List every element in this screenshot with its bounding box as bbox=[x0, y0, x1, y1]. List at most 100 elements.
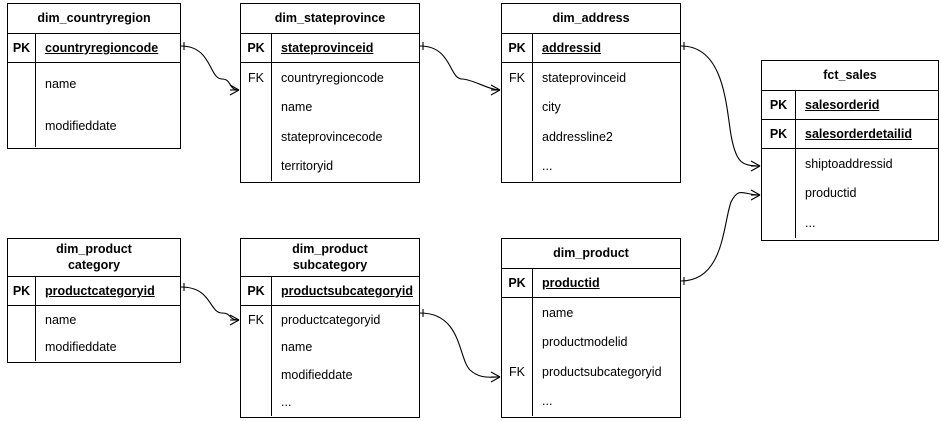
attribute-block-dim_productcategory: name modifieddate bbox=[8, 306, 180, 361]
field-name[interactable]: shiptoaddressid bbox=[805, 156, 893, 171]
field-name[interactable]: modifieddate bbox=[45, 340, 117, 355]
field-name[interactable]: countryregioncode bbox=[281, 70, 384, 85]
field-name[interactable]: modifieddate bbox=[281, 367, 353, 382]
field-name: productcategoryid bbox=[45, 284, 155, 298]
attribute-block-dim_countryregion: name modifieddate bbox=[8, 63, 180, 147]
key-badge: PK bbox=[241, 34, 272, 62]
field-name[interactable]: ... bbox=[281, 395, 292, 410]
key-row-dim_countryregion-countryregioncode[interactable]: PK countryregioncode bbox=[8, 34, 180, 63]
relationship-rel-subcategory-product[interactable] bbox=[419, 309, 501, 383]
key-badge-empty bbox=[8, 334, 35, 362]
key-badge-empty bbox=[241, 152, 271, 182]
entity-title-line: dim_countryregion bbox=[37, 10, 151, 25]
attribute-name-column: shiptoaddressid productid... bbox=[796, 149, 938, 238]
key-badge-empty bbox=[502, 328, 532, 358]
relationship-rel-product-fctsales[interactable] bbox=[680, 189, 761, 285]
field-name: productsubcategoryid bbox=[281, 284, 413, 298]
relationship-rel-stateprovince-address[interactable] bbox=[419, 42, 501, 96]
field-name: salesorderdetailid bbox=[805, 127, 912, 141]
attribute-key-column: FK bbox=[502, 298, 533, 416]
field-name[interactable]: name bbox=[281, 340, 313, 355]
relationship-line bbox=[680, 191, 761, 282]
entity-title-line: dim_stateprovince bbox=[274, 10, 386, 25]
key-badge-empty bbox=[762, 149, 795, 179]
field-name[interactable]: addressline2 bbox=[542, 129, 613, 144]
relationship-line bbox=[180, 45, 240, 91]
crowfoot-prong-upper bbox=[229, 314, 240, 321]
attribute-key-column bbox=[762, 149, 796, 238]
attribute-block-dim_address: FK stateprovinceid city addressline2... bbox=[502, 63, 680, 181]
key-badge-empty bbox=[502, 298, 532, 328]
field-name[interactable]: name bbox=[45, 77, 77, 91]
field-name[interactable]: territoryid bbox=[281, 159, 334, 174]
attribute-name-column: name modifieddate bbox=[36, 63, 180, 147]
entity-title-line: dim_product bbox=[292, 241, 368, 256]
crowfoot-prong-upper bbox=[229, 84, 240, 91]
attribute-block-fct_sales: shiptoaddressid productid... bbox=[762, 149, 938, 238]
key-badge: PK bbox=[502, 269, 533, 297]
crowfoot-prong-upper bbox=[490, 371, 501, 378]
field-name[interactable]: stateprovincecode bbox=[281, 129, 383, 144]
relationship-line bbox=[419, 312, 501, 378]
key-badge-empty bbox=[8, 105, 35, 147]
key-badge: PK bbox=[502, 34, 533, 62]
key-badge-empty bbox=[762, 208, 795, 238]
field-name[interactable]: productsubcategoryid bbox=[542, 364, 662, 379]
entity-title-line: category bbox=[67, 257, 121, 272]
field-name[interactable]: stateprovinceid bbox=[542, 70, 627, 85]
attribute-key-column bbox=[8, 63, 36, 147]
attribute-block-dim_productsubcategory: FK productcategoryid name modifieddate... bbox=[241, 306, 419, 416]
field-name: addressid bbox=[542, 41, 602, 55]
key-row-dim_address-addressid[interactable]: PK addressid bbox=[502, 34, 680, 63]
field-name[interactable]: ... bbox=[542, 394, 553, 409]
key-badge: PK bbox=[8, 34, 36, 62]
field-name[interactable]: ... bbox=[805, 216, 816, 231]
crowfoot-prong-upper bbox=[750, 160, 761, 167]
relationship-rel-countryregion-stateprovince[interactable] bbox=[180, 42, 240, 96]
key-badge: FK bbox=[509, 364, 525, 379]
attribute-name-column: name modifieddate bbox=[36, 306, 180, 361]
attribute-key-column bbox=[8, 306, 36, 361]
field-name[interactable]: productcategoryid bbox=[281, 312, 381, 327]
attribute-key-column: FK bbox=[241, 63, 272, 181]
crowfoot-prong-lower bbox=[750, 165, 761, 172]
field-name[interactable]: ... bbox=[542, 159, 553, 174]
key-badge: PK bbox=[241, 277, 272, 305]
entity-title-dim_stateprovince: dim_stateprovince bbox=[241, 4, 419, 34]
key-badge-empty bbox=[241, 93, 271, 123]
field-name: countryregioncode bbox=[45, 41, 159, 55]
field-name[interactable]: city bbox=[542, 100, 561, 115]
key-badge-empty bbox=[241, 389, 271, 417]
field-name[interactable]: modifieddate bbox=[45, 119, 117, 133]
key-badge: PK bbox=[8, 277, 36, 305]
field-name[interactable]: productid bbox=[805, 186, 857, 201]
entity-title-line: dim_product bbox=[56, 241, 132, 256]
relationship-rel-address-fctsales[interactable] bbox=[680, 42, 761, 172]
relationship-rel-productcategory-subcategory[interactable] bbox=[180, 283, 240, 326]
field-name[interactable]: productmodelid bbox=[542, 335, 628, 350]
attribute-name-column: stateprovinceid city addressline2... bbox=[533, 63, 680, 181]
field-name[interactable]: name bbox=[281, 100, 313, 115]
key-badge: FK bbox=[248, 70, 264, 85]
field-name[interactable]: name bbox=[542, 305, 574, 320]
key-badge-empty bbox=[241, 334, 271, 362]
attribute-key-column: FK bbox=[502, 63, 533, 181]
key-row-dim_productcategory-productcategoryid[interactable]: PK productcategoryid bbox=[8, 277, 180, 306]
key-row-dim_productsubcategory-productsubcategoryid[interactable]: PK productsubcategoryid bbox=[241, 277, 419, 306]
relationship-line bbox=[419, 45, 501, 91]
field-name[interactable]: name bbox=[45, 312, 77, 327]
key-badge: FK bbox=[248, 312, 264, 327]
